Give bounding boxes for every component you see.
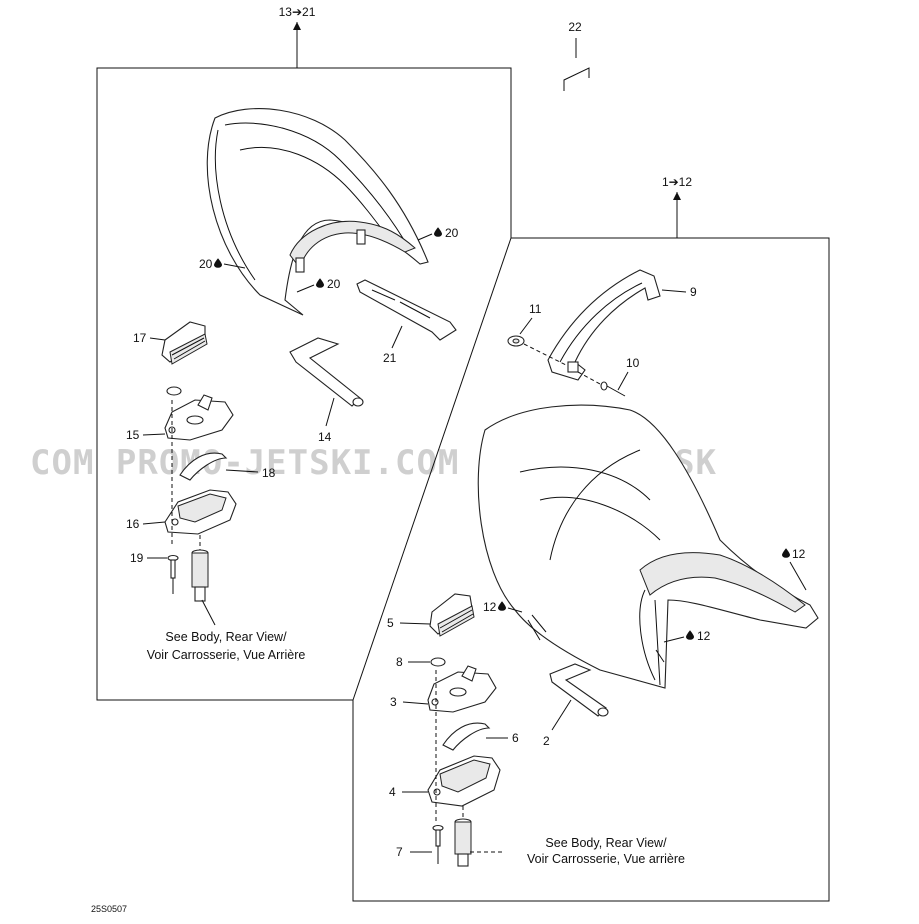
group-arrow-left bbox=[293, 22, 301, 30]
callout-20-left: 20 bbox=[199, 257, 213, 271]
leader-12-right bbox=[789, 561, 807, 591]
part-plate-3 bbox=[427, 665, 497, 713]
leader-17 bbox=[149, 337, 166, 341]
callout-4: 4 bbox=[389, 785, 396, 799]
part-strap-21 bbox=[356, 279, 457, 341]
callout-2: 2 bbox=[543, 734, 550, 748]
callout-12-right: 12 bbox=[792, 547, 806, 561]
part-key-14 bbox=[289, 337, 364, 407]
part-screw-10 bbox=[577, 371, 626, 397]
group-label-left: 13➔21 bbox=[279, 5, 316, 19]
group-arrow-right bbox=[673, 192, 681, 200]
leader-2 bbox=[551, 699, 572, 731]
part-post-right bbox=[454, 818, 472, 867]
leader-12-low bbox=[663, 636, 685, 643]
adhesive-drop-icon bbox=[686, 630, 694, 640]
leader-9 bbox=[661, 289, 687, 293]
callout-21: 21 bbox=[383, 351, 397, 365]
note-left-line2: Voir Carrosserie, Vue Arrière bbox=[147, 648, 306, 662]
callout-18: 18 bbox=[262, 466, 276, 480]
part-grommet-11 bbox=[507, 335, 525, 347]
callout-20-right: 20 bbox=[445, 226, 459, 240]
callout-14: 14 bbox=[318, 430, 332, 444]
callout-22: 22 bbox=[568, 20, 582, 34]
leader-20-right bbox=[417, 233, 433, 241]
callout-15: 15 bbox=[126, 428, 140, 442]
part-handle-9 bbox=[547, 269, 661, 381]
part-washer-8 bbox=[430, 657, 446, 667]
callout-20-mid: 20 bbox=[327, 277, 341, 291]
leader-3 bbox=[402, 701, 429, 705]
adhesive-drop-icon bbox=[316, 278, 324, 288]
part-base-4 bbox=[427, 755, 501, 807]
leader-16 bbox=[142, 521, 166, 525]
leader-11 bbox=[519, 317, 533, 335]
leader-15 bbox=[142, 433, 166, 436]
leader-10 bbox=[617, 371, 629, 391]
part-post-left bbox=[191, 549, 209, 602]
adhesive-drop-icon bbox=[434, 227, 442, 237]
callout-17: 17 bbox=[133, 331, 147, 345]
axis-line-right bbox=[523, 343, 569, 367]
leader-14 bbox=[325, 397, 335, 427]
part-base-16 bbox=[164, 489, 237, 535]
callout-19: 19 bbox=[130, 551, 144, 565]
callout-10: 10 bbox=[626, 356, 640, 370]
note-left-line1: See Body, Rear View/ bbox=[165, 630, 287, 644]
adhesive-drop-icon bbox=[214, 258, 222, 268]
part-pin-7 bbox=[432, 824, 444, 864]
callout-3: 3 bbox=[390, 695, 397, 709]
part-rear-seat bbox=[206, 108, 429, 316]
group-frame-divider bbox=[352, 237, 512, 701]
note-right-line2: Voir Carrosserie, Vue arrière bbox=[527, 852, 685, 866]
callout-7: 7 bbox=[396, 845, 403, 859]
part-front-seat bbox=[477, 404, 819, 689]
part-spring-6 bbox=[442, 722, 491, 751]
group-frame-left bbox=[96, 67, 830, 902]
note-right-line1: See Body, Rear View/ bbox=[545, 836, 667, 850]
leader-18 bbox=[225, 469, 259, 473]
callout-11: 11 bbox=[529, 302, 542, 316]
part-plate-15 bbox=[164, 394, 234, 441]
part-spring-18 bbox=[179, 452, 228, 481]
drawing-code: 25S0507 bbox=[91, 904, 127, 914]
leader-20-mid bbox=[296, 284, 315, 293]
callout-5: 5 bbox=[387, 616, 394, 630]
part-pin-19 bbox=[167, 554, 179, 594]
callout-6: 6 bbox=[512, 731, 519, 745]
part-clip-22 bbox=[563, 67, 590, 91]
leader-12-left bbox=[507, 607, 523, 613]
adhesive-drop-icon bbox=[498, 601, 506, 611]
adhesive-drop-icon bbox=[782, 548, 790, 558]
part-latch-17 bbox=[161, 321, 208, 365]
leader-note-left bbox=[201, 599, 216, 626]
leader-20-left bbox=[223, 263, 246, 269]
part-latch-5 bbox=[429, 593, 475, 637]
callout-9: 9 bbox=[690, 285, 697, 299]
callout-12-low: 12 bbox=[697, 629, 711, 643]
group-label-right: 1➔12 bbox=[662, 175, 692, 189]
part-washer bbox=[166, 386, 182, 396]
leader-21 bbox=[391, 325, 403, 349]
part-key-2 bbox=[549, 663, 609, 717]
callout-16: 16 bbox=[126, 517, 140, 531]
callout-12-left: 12 bbox=[483, 600, 497, 614]
callout-8: 8 bbox=[396, 655, 403, 669]
leader-5 bbox=[399, 622, 431, 625]
